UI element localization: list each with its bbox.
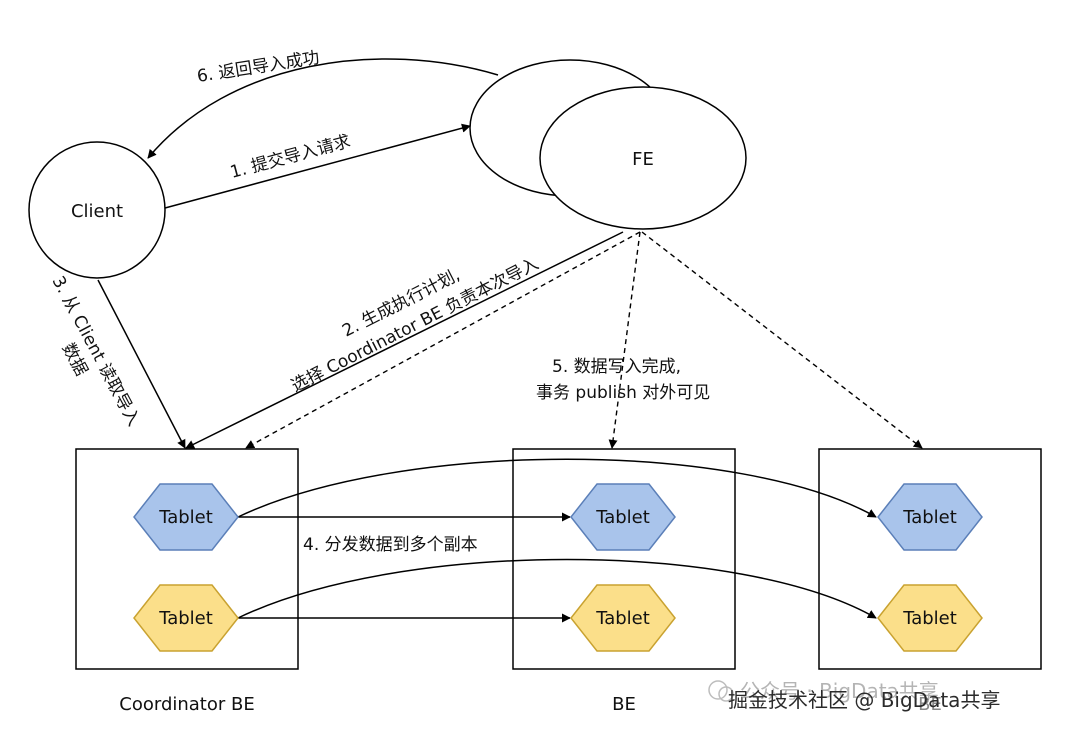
step5-label-line1: 5. 数据写入完成, (552, 357, 681, 377)
edge-return-success (147, 58, 499, 159)
be2-box (818, 448, 1042, 670)
tablet-coordinator-yellow (133, 584, 239, 652)
tablet-be1-blue (570, 483, 676, 551)
tablet-be2-blue (877, 483, 983, 551)
client-node (28, 141, 166, 279)
tablet-coordinator-blue (133, 483, 239, 551)
edge-publish-coordinator (245, 231, 641, 449)
watermark-text: 公众号 · BigData共享 (740, 679, 939, 703)
be1-caption: BE (612, 694, 636, 715)
step5-label-line2: 事务 publish 对外可见 (536, 383, 710, 403)
wechat-icon-inner (718, 686, 734, 702)
watermark-secondary: 掘金技术社区 @ BigData共享 (728, 688, 1000, 712)
step2-label-line2: 选择 Coordinator BE 负责本次导入 (288, 254, 542, 397)
be1-box (512, 448, 736, 670)
fe-node (539, 86, 747, 230)
tablet-label: Tablet (158, 608, 213, 629)
edge-publish-be2 (641, 231, 923, 449)
be2-caption: BE (918, 694, 942, 715)
tablet-label: Tablet (595, 507, 650, 528)
edge-publish-be1 (608, 231, 641, 449)
step1-label: 1. 提交导入请求 (228, 132, 353, 183)
tablet-label: Tablet (902, 608, 957, 629)
tablet-label: Tablet (902, 507, 957, 528)
client-label: Client (71, 201, 123, 222)
coordinator-be-caption: Coordinator BE (119, 694, 254, 715)
edge-plan (185, 231, 624, 449)
tablet-be2-yellow (877, 584, 983, 652)
edge-replicate-blue-be2 (237, 458, 877, 518)
edge-read-data (97, 279, 186, 449)
coordinator-be-box (75, 448, 299, 670)
edge-submit-request (164, 123, 471, 209)
tablet-label: Tablet (595, 608, 650, 629)
watermark: 公众号 · BigData共享 (708, 679, 939, 703)
tablet-be1-yellow (570, 584, 676, 652)
edge-replicate-yellow-be2 (237, 558, 877, 619)
tablet-label: Tablet (158, 507, 213, 528)
wechat-icon (708, 680, 728, 700)
fe-label: FE (632, 149, 654, 170)
step4-label: 4. 分发数据到多个副本 (303, 535, 478, 555)
